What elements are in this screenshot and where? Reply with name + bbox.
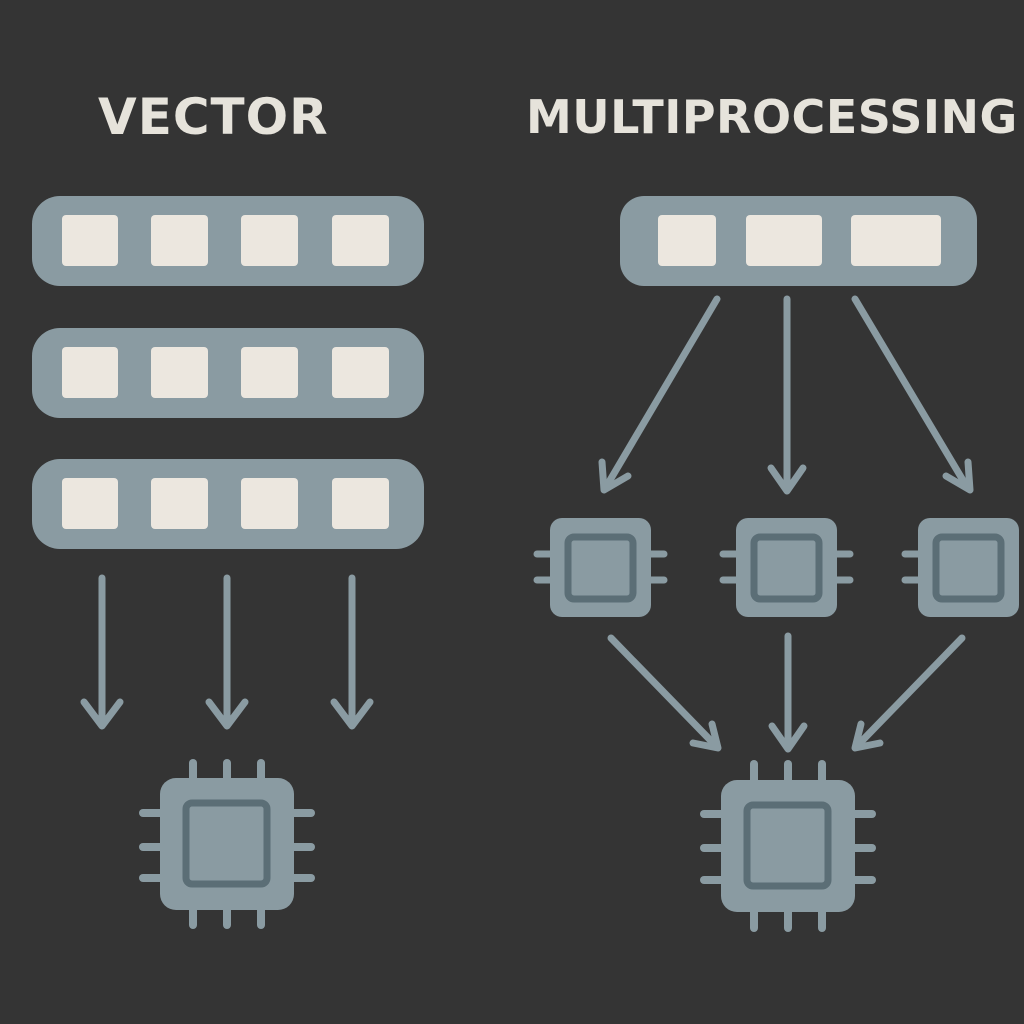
arrow-icon xyxy=(607,634,722,752)
mp-cell xyxy=(851,215,941,266)
vector-title: VECTOR xyxy=(98,88,329,146)
mp-split-arrows xyxy=(598,295,974,495)
vector-cell xyxy=(241,478,298,529)
vector-cell xyxy=(332,215,389,266)
worker-chip-2 xyxy=(719,518,854,617)
worker-chip-3 xyxy=(901,518,1019,617)
arrow-icon xyxy=(851,634,966,752)
vector-row-1 xyxy=(32,196,424,286)
vector-cell xyxy=(62,215,118,266)
mp-input-row xyxy=(620,196,977,286)
mp-cell xyxy=(746,215,822,266)
vector-cell xyxy=(151,347,208,398)
vector-row-2 xyxy=(32,328,424,418)
cpu-chip-icon xyxy=(700,760,876,932)
arrow-icon xyxy=(851,295,974,494)
vector-cell xyxy=(332,478,389,529)
down-arrow-icon xyxy=(330,574,374,730)
down-arrow-icon xyxy=(80,574,124,730)
vector-cell xyxy=(332,347,389,398)
down-arrow-icon xyxy=(768,632,808,753)
vector-row-3 xyxy=(32,459,424,549)
vector-cell xyxy=(151,478,208,529)
mp-merge-arrows xyxy=(607,632,966,753)
mp-cell xyxy=(658,215,716,266)
worker-chip-1 xyxy=(533,518,668,617)
vector-row-bar xyxy=(32,196,424,286)
vector-arrows xyxy=(80,574,374,730)
down-arrow-icon xyxy=(205,574,249,730)
multiprocessing-title: MULTIPROCESSING xyxy=(526,90,1018,144)
vector-cell xyxy=(62,478,118,529)
vector-row-bar xyxy=(32,459,424,549)
vector-cell xyxy=(241,215,298,266)
multiprocessing-panel xyxy=(533,196,1019,932)
vector-row-bar xyxy=(32,328,424,418)
vector-cell xyxy=(151,215,208,266)
vector-cell xyxy=(241,347,298,398)
vector-cell xyxy=(62,347,118,398)
arrow-icon xyxy=(598,295,721,494)
vector-panel xyxy=(32,196,424,929)
cpu-chip-icon xyxy=(139,759,315,929)
down-arrow-icon xyxy=(767,295,807,495)
